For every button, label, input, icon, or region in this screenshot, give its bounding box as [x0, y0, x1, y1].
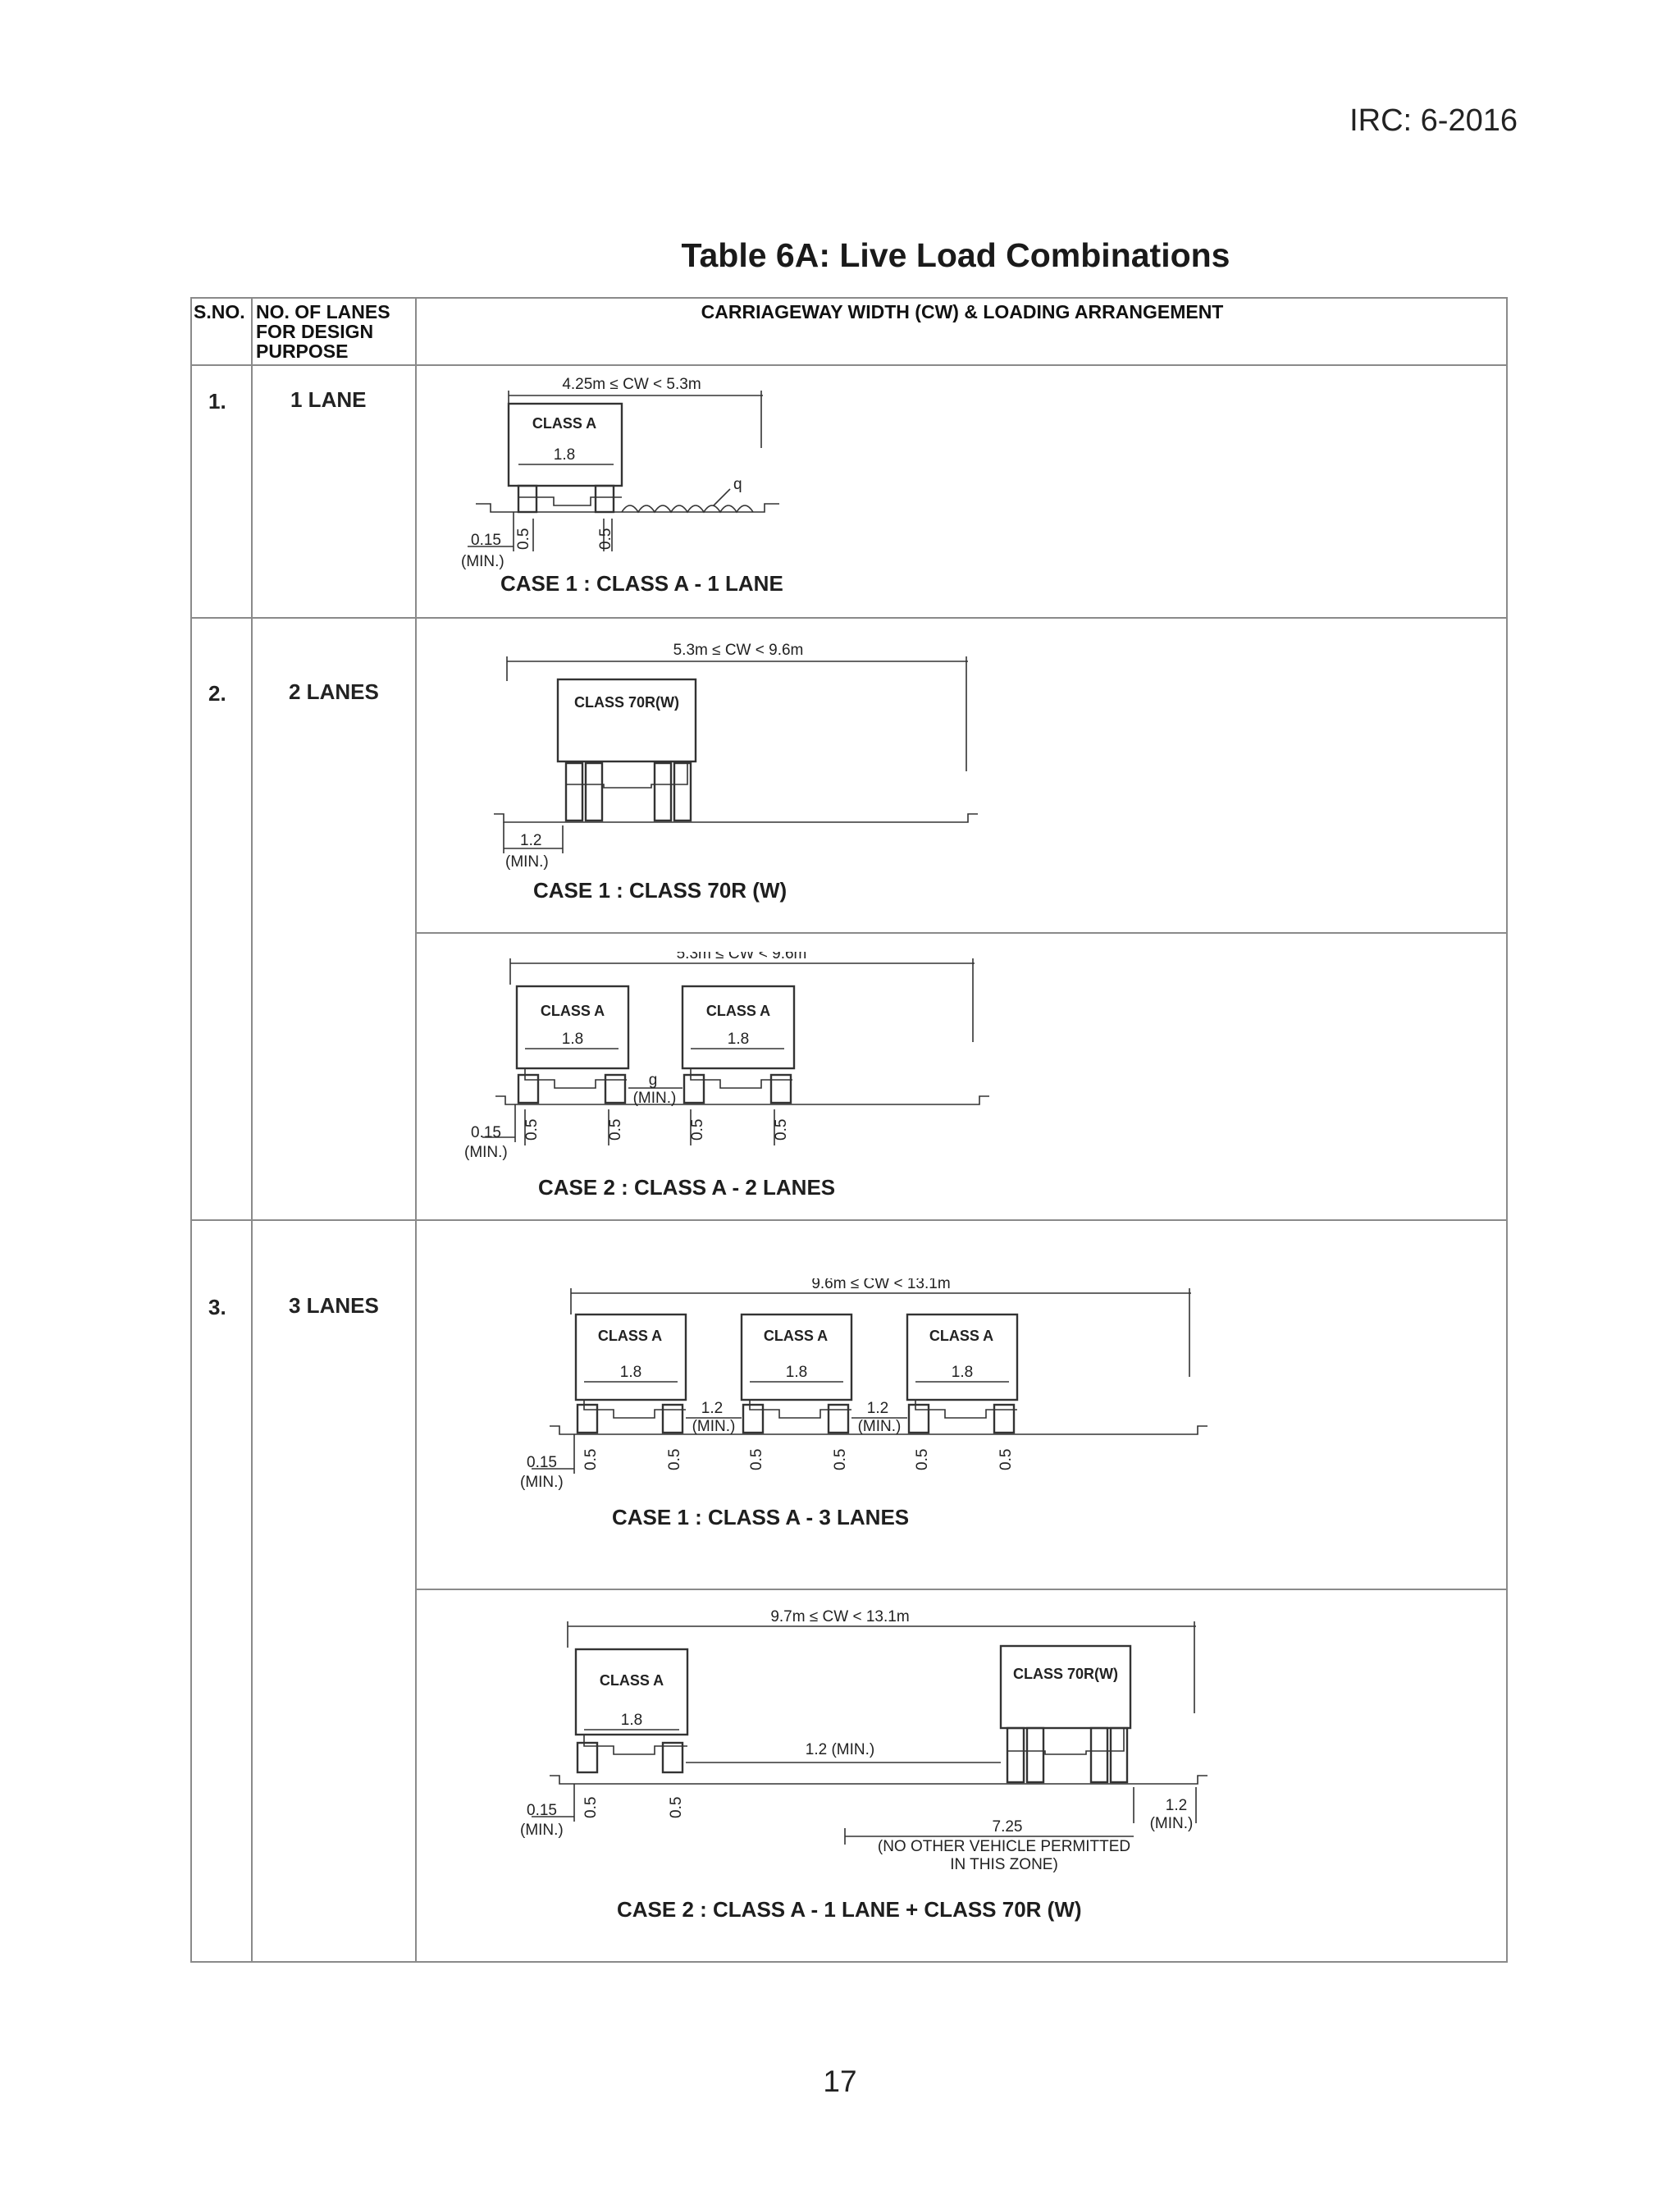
svg-text:9.6m ≤ CW < 13.1m: 9.6m ≤ CW < 13.1m [811, 1278, 950, 1292]
svg-text:1.8: 1.8 [554, 446, 575, 464]
svg-text:(MIN.): (MIN.) [505, 853, 549, 870]
svg-text:1.8: 1.8 [562, 1031, 583, 1048]
row-sno: 2. [208, 681, 226, 706]
svg-text:(MIN.): (MIN.) [692, 1418, 736, 1435]
row-lanes: 1 LANE [290, 387, 367, 412]
svg-text:0.15: 0.15 [527, 1802, 557, 1819]
svg-text:0.5: 0.5 [523, 1119, 541, 1141]
header-arrangement: CARRIAGEWAY WIDTH (CW) & LOADING ARRANGE… [701, 301, 1224, 322]
svg-text:0.5: 0.5 [668, 1797, 685, 1818]
header-divider [192, 364, 1506, 366]
svg-text:0.15: 0.15 [471, 1124, 501, 1141]
diagram-class-a-plus-70rw: 9.7m ≤ CW < 13.1m CLASS A 1.8 CLASS 70R(… [520, 1608, 1208, 1873]
case-label: CASE 2 : CLASS A - 1 LANE + CLASS 70R (W… [617, 1897, 1082, 1922]
svg-text:0.5: 0.5 [998, 1449, 1015, 1470]
svg-text:1.8: 1.8 [952, 1364, 973, 1381]
live-load-table: S.NO. NO. OF LANES FOR DESIGN PURPOSE CA… [190, 297, 1508, 1963]
diagram-class-a-1-lane: 4.25m ≤ CW < 5.3m CLASS A 1.8 q 0.15 (MI… [461, 376, 779, 570]
row-lanes: 3 LANES [289, 1293, 379, 1318]
svg-text:5.3m ≤ CW < 9.6m: 5.3m ≤ CW < 9.6m [673, 642, 804, 659]
svg-text:1.2: 1.2 [1166, 1797, 1187, 1814]
row-sno: 1. [208, 389, 226, 414]
svg-text:0.5: 0.5 [914, 1449, 931, 1470]
table-title: Table 6A: Live Load Combinations [681, 236, 1230, 274]
column-divider [415, 299, 417, 1961]
svg-text:0.5: 0.5 [607, 1119, 624, 1141]
svg-text:4.25m ≤ CW < 5.3m: 4.25m ≤ CW < 5.3m [562, 376, 701, 393]
svg-text:0.15: 0.15 [471, 532, 501, 549]
svg-text:1.8: 1.8 [786, 1364, 807, 1381]
svg-text:1.8: 1.8 [621, 1712, 642, 1729]
svg-text:0.5: 0.5 [597, 528, 614, 550]
svg-text:(MIN.): (MIN.) [520, 1822, 564, 1839]
header-sno: S.NO. [194, 301, 245, 322]
svg-text:CLASS A: CLASS A [929, 1328, 993, 1344]
case-label: CASE 1 : CLASS A - 3 LANES [612, 1505, 910, 1529]
svg-text:7.25: 7.25 [993, 1818, 1023, 1836]
svg-text:CLASS 70R(W): CLASS 70R(W) [1013, 1666, 1118, 1682]
svg-text:CLASS A: CLASS A [532, 415, 596, 432]
svg-text:CLASS A: CLASS A [541, 1003, 605, 1019]
row-divider [192, 617, 1506, 619]
diagram-class-70rw-2-lanes: 5.3m ≤ CW < 9.6m CLASS 70R(W) 1.2 (MIN.) [494, 642, 978, 870]
page-number: 17 [823, 2064, 857, 2098]
document-id: IRC: 6-2016 [1349, 103, 1518, 138]
svg-text:1.2 (MIN.): 1.2 (MIN.) [806, 1741, 874, 1758]
svg-text:0.5: 0.5 [748, 1449, 765, 1470]
svg-text:0.5: 0.5 [689, 1119, 706, 1141]
svg-text:1.8: 1.8 [620, 1364, 641, 1381]
svg-text:1.2: 1.2 [701, 1400, 723, 1417]
svg-text:(MIN.): (MIN.) [461, 553, 504, 570]
svg-text:1.2: 1.2 [520, 832, 541, 849]
subcase-divider [415, 932, 1506, 934]
svg-text:CLASS A: CLASS A [600, 1672, 664, 1689]
case-label: CASE 2 : CLASS A - 2 LANES [538, 1175, 836, 1200]
svg-text:0.5: 0.5 [666, 1449, 683, 1470]
svg-text:CLASS A: CLASS A [598, 1328, 662, 1344]
svg-text:(MIN.): (MIN.) [464, 1144, 508, 1161]
diagram-class-a-2-lanes: 5.3m ≤ CW < 9.6m CLASS A CLASS A 1.8 1.8… [464, 952, 989, 1161]
svg-text:0.15: 0.15 [527, 1454, 557, 1471]
svg-text:9.7m ≤ CW < 13.1m: 9.7m ≤ CW < 13.1m [770, 1608, 909, 1625]
svg-text:0.5: 0.5 [773, 1119, 790, 1141]
svg-text:(NO OTHER VEHICLE PERMITTED: (NO OTHER VEHICLE PERMITTED [878, 1838, 1130, 1855]
svg-text:(MIN.): (MIN.) [1150, 1815, 1194, 1832]
row-lanes: 2 LANES [289, 679, 379, 704]
row-sno: 3. [208, 1295, 226, 1319]
svg-text:0.5: 0.5 [582, 1797, 600, 1818]
column-divider [251, 299, 253, 1961]
svg-text:CLASS A: CLASS A [764, 1328, 828, 1344]
svg-text:0.5: 0.5 [582, 1449, 600, 1470]
svg-text:CLASS 70R(W): CLASS 70R(W) [574, 694, 679, 711]
diagram-class-a-3-lanes: 9.6m ≤ CW < 13.1m CLASS A CLASS A CLASS … [520, 1278, 1208, 1491]
svg-text:5.3m ≤ CW < 9.6m: 5.3m ≤ CW < 9.6m [677, 952, 807, 962]
svg-text:(MIN.): (MIN.) [858, 1418, 902, 1435]
svg-text:0.5: 0.5 [832, 1449, 849, 1470]
case-label: CASE 1 : CLASS 70R (W) [533, 878, 788, 903]
case-label: CASE 1 : CLASS A - 1 LANE [500, 571, 783, 596]
svg-text:1.8: 1.8 [728, 1031, 749, 1048]
svg-text:IN THIS ZONE): IN THIS ZONE) [950, 1856, 1058, 1873]
svg-text:q: q [733, 476, 742, 493]
svg-text:g: g [649, 1072, 658, 1089]
svg-text:1.2: 1.2 [867, 1400, 888, 1417]
subcase-divider [415, 1589, 1506, 1590]
svg-text:0.5: 0.5 [515, 528, 532, 550]
svg-text:CLASS A: CLASS A [706, 1003, 770, 1019]
svg-text:(MIN.): (MIN.) [520, 1474, 564, 1491]
svg-text:(MIN.): (MIN.) [633, 1090, 677, 1107]
header-lanes: NO. OF LANES FOR DESIGN PURPOSE [256, 301, 390, 362]
row-divider [192, 1219, 1506, 1221]
